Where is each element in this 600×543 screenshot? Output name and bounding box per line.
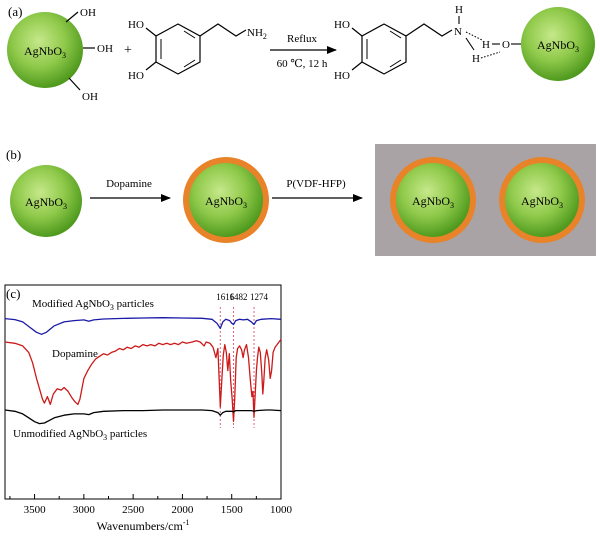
x-tick-label-1000: 1000 <box>270 504 293 516</box>
particle-left-label: AgNbO3 <box>24 44 66 60</box>
series-dopamine <box>4 339 282 422</box>
series-unmodified <box>4 409 282 425</box>
composite-label-2: AgNbO3 <box>521 194 563 210</box>
x-tick-label-2000: 2000 <box>171 504 194 516</box>
bare-particle-label: AgNbO3 <box>25 195 67 211</box>
ethylamine-chain <box>199 23 247 37</box>
product-o-label: O <box>502 39 510 51</box>
panel-b-label: (b) <box>6 147 21 162</box>
step-pvdf-label: P(VDF-HFP) <box>286 178 346 190</box>
composite-label-1: AgNbO3 <box>412 194 454 210</box>
product-h-middle: H <box>482 39 490 51</box>
label-dopamine: Dopamine <box>52 348 98 360</box>
hbond-dots-2 <box>480 51 501 59</box>
peak-label-1616: 1616 <box>216 292 235 302</box>
x-axis-ticks: 3500 3000 2500 2000 1500 1000 <box>9 494 293 516</box>
nh2-label: NH2 <box>247 27 267 41</box>
label-unmodified: Unmodified AgNbO3 particles <box>13 428 147 442</box>
panel-c-label: (c) <box>6 286 20 301</box>
particle-right-label: AgNbO3 <box>537 38 579 54</box>
product-chain <box>405 23 453 37</box>
product-h-top: H <box>455 4 463 16</box>
panel-a-label: (a) <box>8 4 22 19</box>
hbond-dots-1 <box>465 31 483 41</box>
plus-sign: + <box>124 43 132 58</box>
benzene-ring <box>155 23 201 75</box>
x-tick-label-3500: 3500 <box>24 504 47 516</box>
bare-particle <box>10 165 82 237</box>
reaction-condition-top: Reflux <box>287 33 317 45</box>
coated-particle-core <box>189 163 263 237</box>
oh-label-middle: OH <box>97 43 113 55</box>
peak-label-1482: 1482 <box>229 292 247 302</box>
reaction-condition-bottom: 60 ℃, 12 h <box>277 58 328 70</box>
x-tick-label-2500: 2500 <box>122 504 145 516</box>
panel-b: (b) AgNbO3 Dopamine AgNbO3 P(VDF-HFP) Ag… <box>6 144 596 256</box>
x-tick-label-3000: 3000 <box>73 504 96 516</box>
series-modified <box>4 317 282 335</box>
coated-particle-label: AgNbO3 <box>205 194 247 210</box>
composite-core-2 <box>505 163 579 237</box>
product-h-bottom: H <box>472 53 480 65</box>
step-dopamine-label: Dopamine <box>106 178 152 190</box>
dopamine-molecule: HO HO NH2 <box>128 19 267 82</box>
composite-core-1 <box>396 163 470 237</box>
agnbo3-particle-left <box>7 12 83 88</box>
spectra <box>4 317 282 425</box>
ho-label-bottom: HO <box>128 70 144 82</box>
oh-bond-bottom <box>68 77 81 91</box>
plot-frame <box>4 284 282 500</box>
product-benzene-ring <box>361 23 407 75</box>
product-ho-bottom: HO <box>334 70 350 82</box>
product-molecule: HO HO N H H H O <box>334 4 521 82</box>
ho-label-top: HO <box>128 19 144 31</box>
panel-a: (a) AgNbO3 OH OH OH + HO HO NH2 Reflux 6… <box>7 4 595 103</box>
product-ho-top: HO <box>334 19 350 31</box>
x-tick-label-1500: 1500 <box>221 504 244 516</box>
agnbo3-particle-right <box>521 7 595 81</box>
product-n-label: N <box>454 26 462 38</box>
oh-label-top: OH <box>80 7 96 19</box>
oh-label-bottom: OH <box>82 91 98 103</box>
x-axis-label: Wavenumbers/cm-1 <box>96 518 189 533</box>
peak-label-1274: 1274 <box>250 292 269 302</box>
label-modified: Modified AgNbO3 particles <box>32 298 154 312</box>
oh-bond-top <box>65 11 79 23</box>
